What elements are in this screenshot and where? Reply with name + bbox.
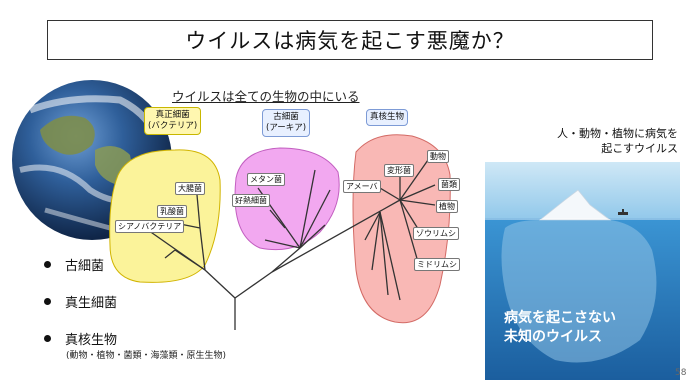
bullet-dot bbox=[44, 334, 51, 342]
page-number: 58 bbox=[675, 368, 687, 378]
leaf-amoeba: アメーバ bbox=[343, 180, 381, 193]
bullet-item: 真生細菌 bbox=[44, 291, 117, 311]
leaf-fungi: 菌類 bbox=[438, 178, 460, 191]
bullet-text: 古細菌 bbox=[65, 258, 105, 274]
domain-eukaryota-name: 真核生物 bbox=[370, 112, 405, 122]
bullet-list: 古細菌 真生細菌 真核生物 bbox=[44, 254, 117, 365]
bullet-dot bbox=[44, 297, 51, 305]
unknown-virus-label: 病気を起こさない 未知のウイルス bbox=[504, 309, 616, 347]
domain-bacteria-sub: (バクテリア) bbox=[148, 121, 198, 131]
slide-title: ウイルスは病気を起こす悪魔か？ bbox=[47, 20, 653, 60]
leaf-slime-mold: 変形菌 bbox=[384, 164, 414, 177]
iceberg-caption: 人・動物・植物に病気を 起こすウイルス bbox=[533, 126, 678, 156]
leaf-thermophile: 好熱細菌 bbox=[232, 194, 270, 207]
domain-archaea-sub: (アーキア) bbox=[266, 123, 307, 133]
leaf-animal: 動物 bbox=[427, 150, 449, 163]
leaf-cyanobacteria: シアノバクテリア bbox=[115, 220, 185, 233]
domain-eukaryota-label: 真核生物 bbox=[366, 109, 409, 126]
diagram-subtitle: ウイルスは全ての生物の中にいる bbox=[172, 89, 360, 104]
leaf-lactobacillus: 乳酸菌 bbox=[157, 205, 187, 218]
bullet-text: 真生細菌 bbox=[65, 295, 118, 311]
leaf-ecoli: 大腸菌 bbox=[175, 182, 205, 195]
leaf-euglena: ミドリムシ bbox=[414, 258, 460, 271]
leaf-methanogen: メタン菌 bbox=[247, 173, 285, 186]
iceberg-image bbox=[485, 162, 680, 380]
domain-archaea-label: 古細菌 (アーキア) bbox=[262, 109, 311, 137]
iceberg-caption-line2: 起こすウイルス bbox=[601, 142, 678, 155]
leaf-plant: 植物 bbox=[436, 200, 458, 213]
domain-archaea-name: 古細菌 bbox=[273, 112, 299, 122]
tree-branches bbox=[144, 159, 436, 330]
unknown-line2: 未知のウイルス bbox=[504, 329, 602, 345]
domain-bacteria-label: 真正細菌 (バクテリア) bbox=[144, 107, 202, 135]
bullet-subnote: (動物・植物・菌類・海藻類・原生生物) bbox=[66, 351, 227, 361]
bullet-text: 真核生物 bbox=[65, 332, 118, 348]
bullet-dot bbox=[44, 260, 51, 268]
bullet-item: 真核生物 bbox=[44, 328, 117, 348]
unknown-line1: 病気を起こさない bbox=[504, 310, 616, 326]
bullet-item: 古細菌 bbox=[44, 254, 117, 274]
leaf-paramecium: ゾウリムシ bbox=[413, 227, 459, 240]
iceberg-caption-line1: 人・動物・植物に病気を bbox=[557, 127, 678, 140]
domain-bacteria-name: 真正細菌 bbox=[155, 110, 190, 120]
